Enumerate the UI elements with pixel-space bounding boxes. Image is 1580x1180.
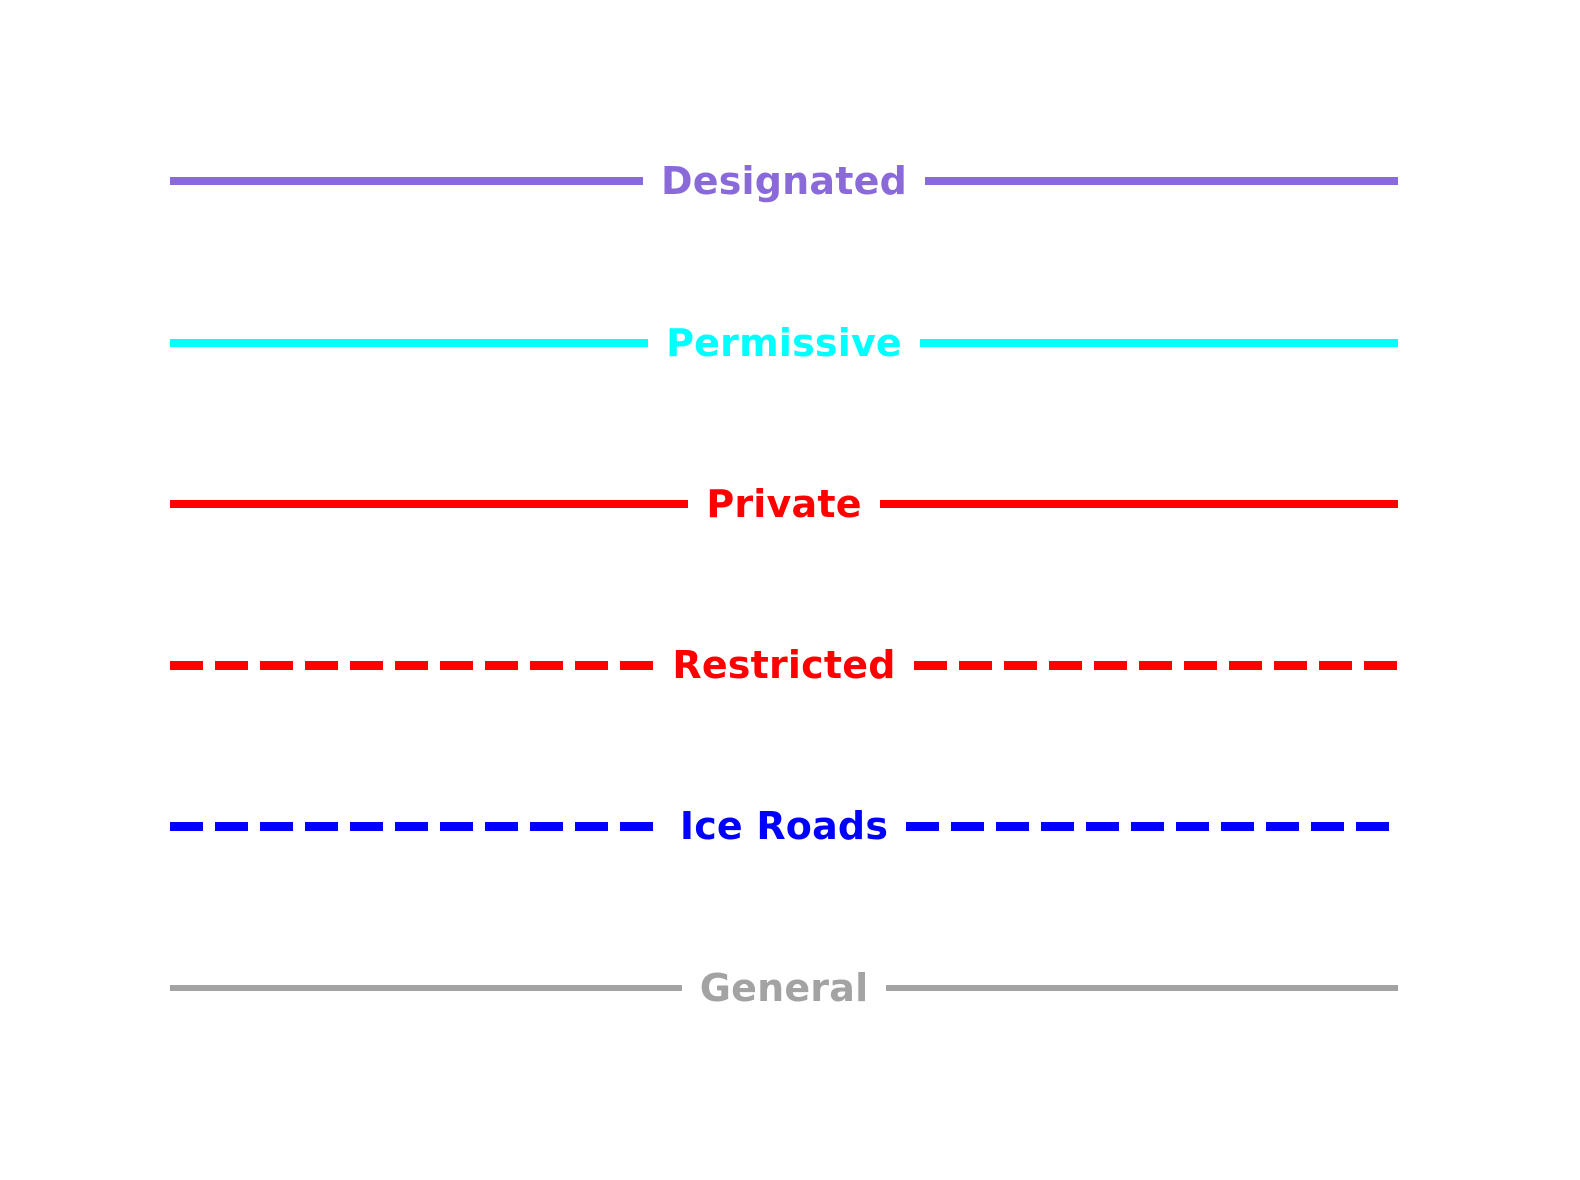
legend-line-left-general (170, 985, 682, 991)
legend-line-right-designated (925, 177, 1398, 185)
legend-label-permissive: Permissive (666, 321, 902, 365)
legend-line-left-private (170, 500, 689, 508)
legend-row-restricted: Restricted (170, 635, 1398, 695)
legend-label-designated: Designated (661, 159, 907, 203)
legend-label-general: General (699, 966, 869, 1010)
legend-line-right-general (886, 985, 1399, 991)
legend-line-right-permissive (919, 339, 1399, 347)
legend-row-private: Private (170, 474, 1398, 534)
legend-line-right-restricted (913, 660, 1398, 670)
legend-row-designated: Designated (170, 151, 1398, 211)
legend-row-ice-roads: Ice Roads (170, 796, 1399, 856)
legend-label-restricted: Restricted (672, 643, 896, 687)
legend-line-left-designated (170, 177, 643, 185)
legend-line-left-restricted (170, 660, 655, 670)
legend-label-private: Private (706, 482, 862, 526)
legend-line-right-ice-roads (906, 821, 1399, 831)
legend-row-permissive: Permissive (170, 313, 1399, 373)
legend-line-left-permissive (170, 339, 649, 347)
legend-row-general: General (170, 958, 1399, 1018)
legend-line-right-private (879, 500, 1398, 508)
legend-line-left-ice-roads (170, 821, 662, 831)
legend-label-ice-roads: Ice Roads (679, 804, 889, 848)
